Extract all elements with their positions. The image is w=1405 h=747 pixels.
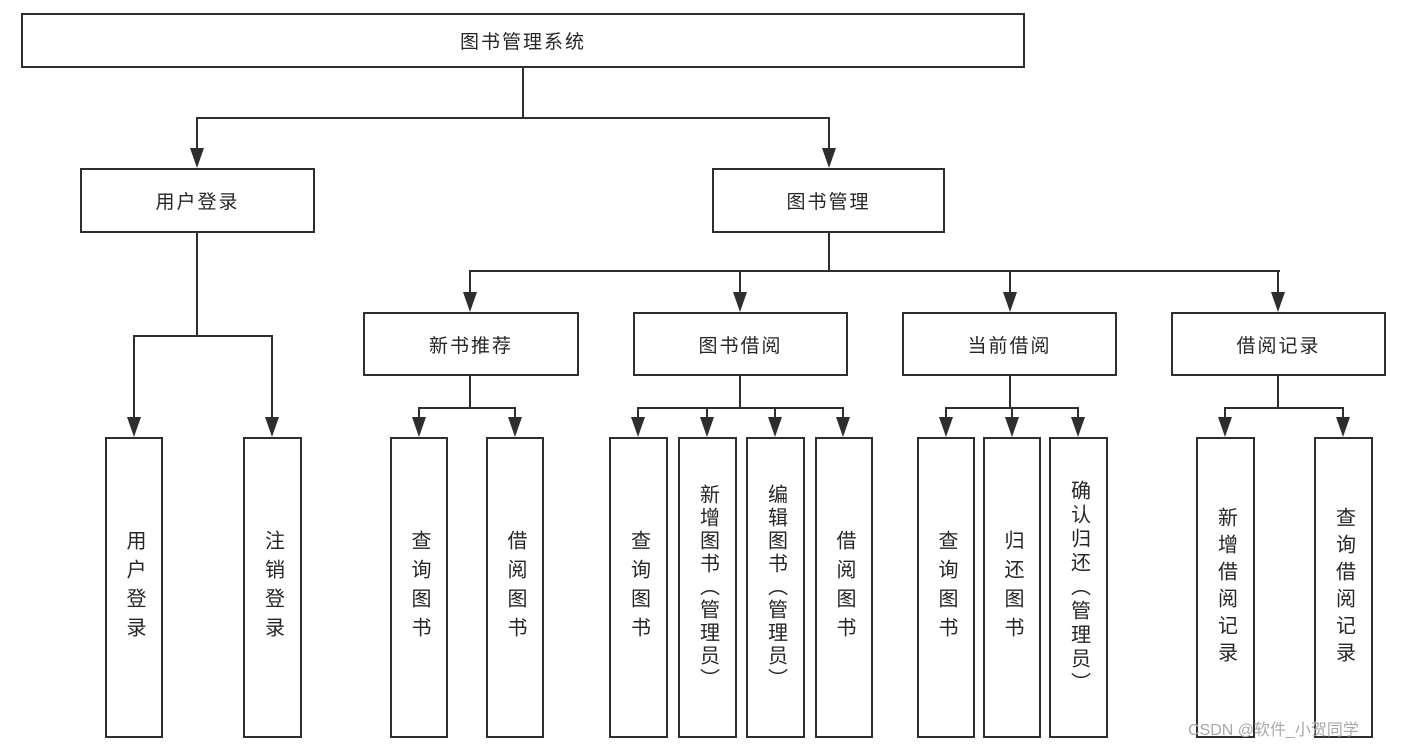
node-borrow-record: 借阅记录 [1171, 312, 1386, 376]
connector-to-bb-add [706, 407, 708, 421]
node-new-book-recommend: 新书推荐 [363, 312, 579, 376]
connector-book-mgmt-bar [470, 270, 1280, 272]
node-br-query-record: 查询借阅记录 [1314, 437, 1373, 738]
node-current-borrow: 当前借阅 [902, 312, 1117, 376]
arrow-to-cb-return [1005, 417, 1019, 437]
connector-to-rec-query [418, 407, 420, 421]
node-bb-query-book-label: 查询图书 [627, 529, 650, 646]
connector-br-stem [1277, 376, 1279, 409]
node-user-login: 用户登录 [80, 168, 315, 233]
connector-to-book-management [828, 117, 830, 151]
connector-br-bar [1224, 407, 1344, 409]
arrow-to-rec-query [412, 417, 426, 437]
connector-bb-bar [637, 407, 844, 409]
node-cb-confirm-return-admin: 确认归还（管理员） [1049, 437, 1108, 738]
connector-root-stem [522, 68, 524, 118]
connector-to-bb-edit [774, 407, 776, 421]
arrow-to-current-borrow [1003, 292, 1017, 312]
connector-rec-stem [469, 376, 471, 409]
connector-to-bb-borrow [842, 407, 844, 421]
connector-to-cb-confirm [1077, 407, 1079, 421]
arrow-to-new-book-rec [463, 292, 477, 312]
node-bb-add-book-admin-label: 新增图书（管理员） [696, 484, 719, 691]
node-bb-borrow-book: 借阅图书 [815, 437, 873, 738]
arrow-to-user-login-leaf [127, 417, 141, 437]
node-br-query-record-label: 查询借阅记录 [1332, 506, 1355, 669]
node-user-login-leaf-label: 用户登录 [123, 529, 145, 646]
node-br-add-record: 新增借阅记录 [1196, 437, 1255, 738]
arrow-to-logout [265, 417, 279, 437]
node-rec-borrow-book-label: 借阅图书 [504, 529, 526, 646]
node-book-borrow: 图书借阅 [633, 312, 848, 376]
connector-user-login-bar [133, 335, 273, 337]
arrow-to-bb-edit [768, 417, 782, 437]
node-book-management: 图书管理 [712, 168, 945, 233]
connector-to-logout [271, 335, 273, 419]
node-rec-query-book: 查询图书 [390, 437, 448, 738]
connector-book-mgmt-stem [828, 233, 830, 272]
node-logout: 注销登录 [243, 437, 302, 738]
arrow-to-br-query [1336, 417, 1350, 437]
node-cb-confirm-return-admin-label: 确认归还（管理员） [1067, 479, 1090, 696]
node-bb-edit-book-admin: 编辑图书（管理员） [746, 437, 805, 738]
arrow-to-book-management [822, 148, 836, 168]
node-cb-query-book-label: 查询图书 [935, 529, 957, 646]
connector-to-user-login [196, 117, 198, 151]
arrow-to-cb-query [939, 417, 953, 437]
connector-user-login-stem [196, 233, 198, 337]
node-bb-borrow-book-label: 借阅图书 [833, 529, 855, 646]
node-bb-query-book: 查询图书 [609, 437, 668, 738]
node-logout-label: 注销登录 [261, 529, 284, 646]
connector-to-cb-query [945, 407, 947, 421]
connector-root-bar [196, 117, 830, 119]
arrow-to-rec-borrow [508, 417, 522, 437]
node-rec-borrow-book: 借阅图书 [486, 437, 544, 738]
arrow-to-user-login [190, 148, 204, 168]
connector-to-bb-query [637, 407, 639, 421]
node-bb-edit-book-admin-label: 编辑图书（管理员） [764, 484, 787, 691]
node-rec-query-book-label: 查询图书 [408, 529, 430, 646]
node-cb-return-book: 归还图书 [983, 437, 1041, 738]
csdn-watermark: CSDN @软件_小贺同学 [1188, 722, 1359, 739]
node-br-add-record-label: 新增借阅记录 [1214, 506, 1237, 669]
connector-to-cb-return [1011, 407, 1013, 421]
connector-cb-stem [1009, 376, 1011, 409]
node-cb-return-book-label: 归还图书 [1001, 529, 1023, 646]
connector-to-rec-borrow [514, 407, 516, 421]
node-cb-query-book: 查询图书 [917, 437, 975, 738]
connector-to-book-borrow [739, 270, 741, 294]
arrow-to-br-add [1218, 417, 1232, 437]
arrow-to-cb-confirm [1071, 417, 1085, 437]
connector-to-borrow-record [1277, 270, 1279, 294]
arrow-to-book-borrow [733, 292, 747, 312]
arrow-to-bb-add [700, 417, 714, 437]
arrow-to-bb-query [631, 417, 645, 437]
connector-rec-bar [418, 407, 516, 409]
connector-to-br-query [1342, 407, 1344, 421]
connector-to-br-add [1224, 407, 1226, 421]
arrow-to-borrow-record [1271, 292, 1285, 312]
arrow-to-bb-borrow [836, 417, 850, 437]
connector-to-new-book-rec [469, 270, 471, 294]
connector-to-user-login-leaf [133, 335, 135, 419]
node-user-login-leaf: 用户登录 [105, 437, 163, 738]
node-library-management-system: 图书管理系统 [21, 13, 1025, 68]
connector-to-current-borrow [1009, 270, 1011, 294]
connector-bb-stem [739, 376, 741, 409]
node-bb-add-book-admin: 新增图书（管理员） [678, 437, 737, 738]
